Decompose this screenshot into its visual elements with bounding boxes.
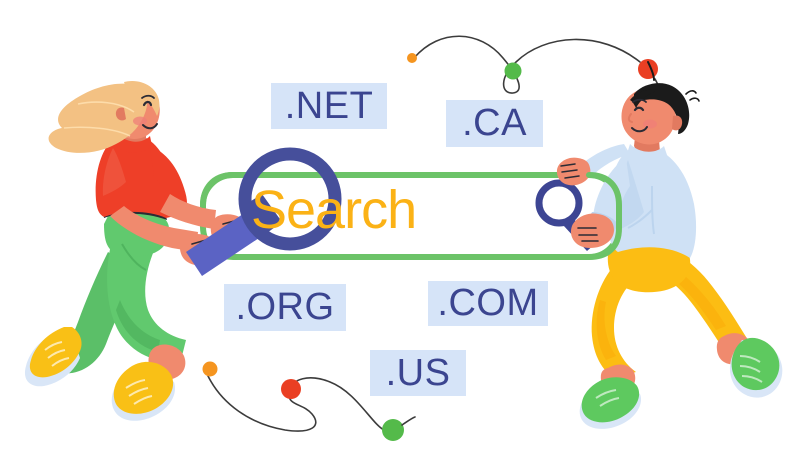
man-front-leg-shadow [672, 272, 726, 330]
man-brow [632, 98, 647, 103]
man-hips [607, 236, 691, 293]
man-front-shoe [731, 337, 780, 391]
domain-chip-ca[interactable]: .CA [446, 100, 543, 147]
woman-eye [142, 100, 153, 107]
woman-smile [142, 123, 158, 130]
woman-collar [116, 134, 152, 153]
decorative-curve-bottom [202, 361, 416, 441]
decor-dot-red-bottom [281, 379, 301, 399]
man-eye [633, 106, 645, 112]
man-hand-left [570, 213, 614, 248]
woman-running [24, 80, 250, 421]
domain-chip-com[interactable]: .COM [428, 281, 548, 326]
woman-brow [141, 94, 155, 99]
man-kneeling [556, 61, 783, 429]
domain-chip-us[interactable]: .US [370, 350, 466, 396]
man-back-leg-shadow [596, 300, 616, 360]
woman-front-shoe [113, 361, 174, 414]
man-nose [627, 113, 633, 123]
man-ear [672, 115, 683, 131]
man-hair-fringe [630, 89, 658, 108]
magnifier-large-ring [238, 147, 342, 251]
man-smile [631, 126, 648, 133]
man-blush [643, 119, 657, 129]
domain-chip-org[interactable]: .ORG [224, 284, 346, 331]
woman-hair [48, 83, 148, 153]
woman-forearm-back [160, 194, 216, 229]
woman-forearm-front [110, 206, 198, 252]
woman-ear [115, 107, 126, 121]
domain-chip-net[interactable]: .NET [271, 83, 387, 129]
decor-dot-green-bottom [382, 419, 404, 441]
decor-dot-orange-bottom [202, 361, 218, 377]
decor-dot-orange-top [407, 53, 417, 63]
decorative-curve-top [407, 35, 663, 101]
search-placeholder-text[interactable]: Search [251, 180, 417, 240]
woman-top-shadow [102, 148, 126, 196]
woman-front-leg-shadow [116, 300, 160, 352]
woman-hair-cap [124, 80, 160, 116]
woman-blush [133, 116, 147, 126]
decor-dot-green-top [504, 62, 522, 80]
man-collar [626, 144, 668, 166]
man-hair [634, 83, 690, 134]
woman-front-leg [107, 240, 186, 364]
